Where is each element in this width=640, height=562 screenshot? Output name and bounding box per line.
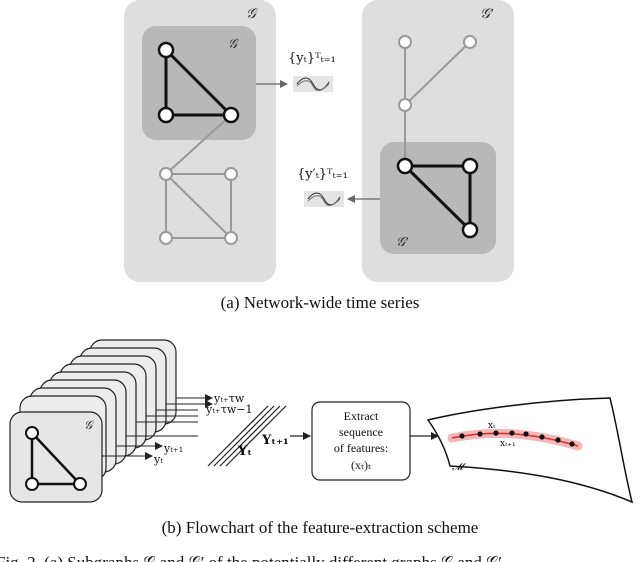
label-y-t1: yₜ₊₁ <box>163 442 183 455</box>
front-card-label: 𝒢 <box>84 418 95 432</box>
subgraph-node <box>157 106 175 124</box>
graph-node <box>25 477 39 491</box>
right-subgraph-edges <box>403 164 472 232</box>
trajectory-point <box>555 437 561 443</box>
panel-b: 𝒢 yₜ₊τw yₜ₊τw−1 yₜ₊₁ yₜ <box>9 339 634 537</box>
left-graph-gray-edges <box>165 114 232 239</box>
x-t1-label: xₜ₊₁ <box>500 439 516 449</box>
left-subgraph-edges <box>164 48 233 117</box>
graph-node <box>398 98 412 112</box>
label-Y-t1: Yₜ₊₁ <box>261 433 289 448</box>
extract-line-4: (xₜ)ₜ <box>351 458 371 472</box>
trajectory-point <box>459 433 465 439</box>
manifold-label: 𝓜 <box>452 462 467 473</box>
graph-node <box>463 35 477 49</box>
subgraph-node <box>396 157 414 175</box>
label-y-t-tau-minus: yₜ₊τw−1 <box>205 403 252 416</box>
label-y-t-tau: yₜ₊τw <box>213 392 245 405</box>
ts-left-wave-icon <box>296 77 330 92</box>
graph-node <box>224 231 238 245</box>
subgraph-left-label: 𝒢 <box>228 36 240 51</box>
graph-card-stack <box>9 339 177 503</box>
right-graph-gray-edges <box>404 41 471 166</box>
trajectory-point <box>493 430 499 436</box>
extract-line-1: Extract <box>344 409 379 423</box>
graph-node <box>398 35 412 49</box>
label-y-t: yₜ <box>153 453 163 466</box>
ts-right-wave-icon <box>307 192 341 207</box>
card-output-arrows <box>102 394 213 460</box>
subgraph-node <box>461 157 479 175</box>
trajectory-points <box>459 430 575 447</box>
outer-graph-left-label: 𝒢 <box>246 7 258 22</box>
panel-a-caption: (a) Network-wide time series <box>221 293 420 312</box>
subgraph-node <box>461 221 479 239</box>
label-Y-t: Yₜ <box>237 444 252 459</box>
extract-line-2: sequence <box>339 425 383 439</box>
trajectory-point <box>539 434 545 440</box>
extract-features-box <box>311 401 411 481</box>
graph-node <box>159 231 173 245</box>
panel-a: 𝒢 𝒢 <box>124 0 514 312</box>
x-t-label: xₜ <box>488 421 496 431</box>
subgraph-node <box>157 41 175 59</box>
ts-left-label: {yₜ}ᵀₜ₌₁ <box>288 51 336 66</box>
trajectory-point <box>569 441 575 447</box>
manifold-surface <box>426 397 634 504</box>
panel-b-caption: (b) Flowchart of the feature-extraction … <box>162 518 479 537</box>
graph-node <box>25 426 39 440</box>
window-slashes <box>207 405 287 467</box>
front-card-graph-edges <box>30 432 81 486</box>
ts-right-label: {y′ₜ}ᵀₜ₌₁ <box>297 167 348 182</box>
graph-node <box>73 477 87 491</box>
graph-node <box>224 167 238 181</box>
outer-graph-right-label: 𝒢′ <box>480 7 494 22</box>
trajectory-point <box>523 431 529 437</box>
trajectory-point <box>477 431 483 437</box>
trajectory-point <box>509 430 515 436</box>
figure-caption-cutoff: Fig. 2. (a) Subgraphs 𝒢 and 𝒢′ of the po… <box>0 553 502 562</box>
extract-line-3: of features: <box>334 441 388 455</box>
subgraph-node <box>222 106 240 124</box>
graph-node <box>159 167 173 181</box>
subgraph-right-label: 𝒢′ <box>396 234 408 249</box>
